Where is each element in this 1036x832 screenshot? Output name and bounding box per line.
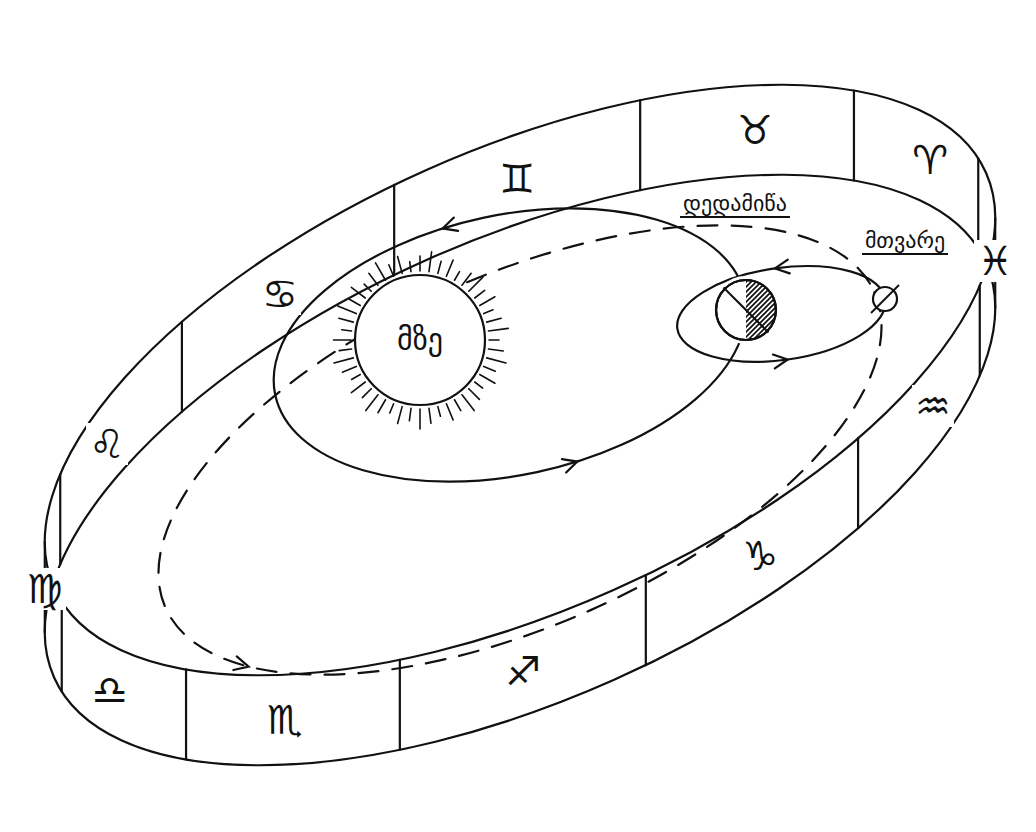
sun-ray xyxy=(487,358,506,363)
sun-ray xyxy=(390,404,394,413)
sun-ray xyxy=(475,290,485,298)
sun-ray xyxy=(429,252,432,272)
planet-circle: მთვარე xyxy=(862,228,948,315)
sun-ray xyxy=(487,318,501,322)
sun-ray xyxy=(338,306,356,314)
band-divider xyxy=(185,669,187,759)
sun-ray xyxy=(484,366,496,371)
sun-ray xyxy=(438,407,441,417)
body-label: მთვარე xyxy=(862,228,948,255)
sun-ray xyxy=(469,277,483,291)
zodiac-sign: ♐ xyxy=(502,650,544,692)
sun-ray xyxy=(398,407,403,424)
sun-ray xyxy=(342,366,356,372)
sun-ray xyxy=(455,400,461,411)
band-divider xyxy=(645,575,647,665)
sun-ray xyxy=(342,330,352,331)
zodiac-sign: ♎ xyxy=(89,669,131,711)
sun-ray xyxy=(419,256,421,271)
sun-ray xyxy=(488,328,508,331)
sun-ray xyxy=(438,261,441,273)
sun-ray xyxy=(480,375,495,384)
band-divider xyxy=(979,286,981,376)
sun-ray xyxy=(378,400,386,413)
zodiac-sign: ♍ xyxy=(24,568,66,610)
band-divider xyxy=(399,660,401,750)
orbit-arrow xyxy=(233,656,248,670)
planet-circle: დედამიწა xyxy=(680,191,790,344)
sun-ray xyxy=(446,260,453,276)
sun-ray xyxy=(362,389,371,398)
sun-ray xyxy=(334,358,353,363)
band-divider xyxy=(639,100,641,190)
band-divider xyxy=(977,158,979,248)
sun-ray xyxy=(419,409,421,429)
sun-ray xyxy=(469,389,480,400)
orbit-arrow xyxy=(775,260,790,274)
sun-ray xyxy=(398,256,403,273)
sun-ray xyxy=(369,273,378,285)
sun-circle: მზე xyxy=(351,271,489,409)
sun-ray xyxy=(409,408,411,420)
zodiac-band-rim xyxy=(0,0,1036,798)
orbit-arrow xyxy=(773,355,788,369)
orbit-arrow xyxy=(562,459,577,472)
sun-ray xyxy=(351,287,365,298)
sun-ray xyxy=(462,395,474,411)
zodiac-sign: ♋ xyxy=(259,273,301,315)
sun-ray xyxy=(446,404,453,420)
zodiac-sign: ♉ xyxy=(734,109,776,151)
zodiac-sign: ♑ xyxy=(739,535,781,577)
zodiac-sign: ♌ xyxy=(86,423,128,465)
sun-ray xyxy=(462,273,471,285)
sun-ray xyxy=(389,265,394,277)
outer-orbit xyxy=(94,132,945,767)
band-divider xyxy=(853,91,855,181)
zodiac-sign: ♓ xyxy=(974,240,1016,282)
zodiac-sign: ♒ xyxy=(912,385,954,427)
sun-ray xyxy=(364,284,371,291)
zodiac-sign: ♊ xyxy=(496,158,538,200)
sun-ray xyxy=(339,318,353,322)
zodiac-sign: ♏ xyxy=(264,699,306,741)
zodiac-band-base xyxy=(0,52,1036,832)
earth-orbit xyxy=(248,168,772,522)
illustration-details xyxy=(45,91,995,760)
sun-ray xyxy=(429,408,431,423)
planet-outline xyxy=(869,283,901,315)
zodiac-sign: ♈ xyxy=(909,139,951,181)
planet-outline xyxy=(712,276,780,344)
sun-ray xyxy=(351,382,365,393)
sun-ray xyxy=(455,272,460,281)
sun-ray xyxy=(349,299,360,305)
sun-ray xyxy=(339,349,351,351)
band-divider xyxy=(181,322,183,412)
sun-ray xyxy=(366,395,378,411)
orbit-arrow xyxy=(443,218,458,231)
sun-ray xyxy=(488,349,503,351)
band-divider xyxy=(393,185,395,275)
moon-orbit xyxy=(671,254,892,374)
sun-ray xyxy=(352,375,361,380)
sun-ray xyxy=(334,339,352,341)
band-divider xyxy=(857,438,859,528)
body-name: მზე xyxy=(397,323,443,358)
sun-ray xyxy=(489,339,499,341)
sun-ray xyxy=(475,382,483,388)
band-divider xyxy=(59,474,61,564)
body-label: დედამიწა xyxy=(680,191,790,218)
sun-ray xyxy=(376,263,386,280)
sun-ray xyxy=(480,297,495,306)
sun-ray xyxy=(410,262,411,272)
band-divider xyxy=(61,602,63,692)
sun-ray xyxy=(484,310,493,314)
